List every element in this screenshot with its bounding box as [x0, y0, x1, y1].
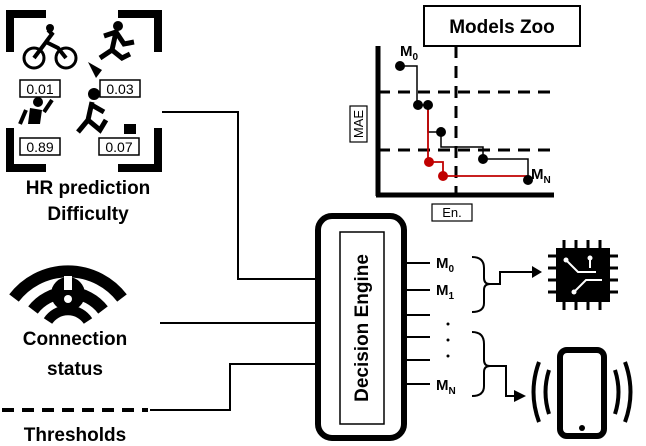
status-label: status: [47, 359, 103, 380]
value-box-running: 0.03: [99, 79, 141, 98]
models-zoo-chart: Models Zoo M0 MN MAE En.: [349, 5, 581, 222]
model-point: [523, 175, 533, 185]
chip-icon: [548, 240, 618, 310]
value-box-exercise: 0.89: [19, 137, 61, 156]
output-mn: MN: [436, 377, 456, 397]
arrowhead-chip: [532, 266, 542, 278]
connection-label: Connection: [23, 329, 128, 350]
corner-bracket-bottom-right: [118, 128, 162, 172]
selected-step-line: [427, 105, 528, 177]
ellipsis-dot: [446, 322, 450, 326]
model-point: [436, 127, 446, 137]
hr-prediction-label: HR prediction: [26, 178, 151, 199]
walking-icon: [76, 88, 136, 134]
thresholds-connector: [150, 363, 318, 411]
value-walking: 0.07: [105, 139, 132, 155]
model-point: [478, 154, 488, 164]
vibration-waves-icon: [531, 361, 633, 423]
model-point: [413, 100, 423, 110]
value-box-walking: 0.07: [98, 137, 140, 156]
activity-panel: [6, 10, 162, 172]
wifi-warning-icon: [9, 265, 127, 325]
cycling-icon: [22, 24, 78, 70]
model-point: [395, 61, 405, 71]
input-connectors: [150, 111, 318, 411]
ellipsis-dot: [446, 354, 450, 358]
smartphone-icon: [557, 347, 607, 439]
y-axis-label-box: [349, 105, 368, 143]
x-axis-label-box: [431, 203, 473, 222]
pareto-step-line: [400, 65, 529, 180]
arrow-to-phone: [490, 365, 516, 397]
running-icon: [88, 21, 135, 78]
corner-bracket-top-right: [118, 10, 162, 52]
value-exercise: 0.89: [26, 139, 53, 155]
arrow-to-chip: [490, 271, 532, 285]
engine-output-ticks: [404, 262, 430, 385]
chart-start-model-label: M0: [400, 43, 419, 63]
thresholds-label: Thresholds: [24, 425, 126, 446]
output-m0: M0: [436, 255, 455, 275]
selected-model-point: [424, 157, 434, 167]
ellipsis-dot: [446, 338, 450, 342]
chart-end-model-label: MN: [531, 166, 551, 186]
arrowhead-phone: [514, 390, 526, 402]
value-cycling: 0.01: [26, 81, 53, 97]
value-box-cycling: 0.01: [19, 79, 61, 98]
output-m1: M1: [436, 282, 455, 302]
decision-engine-label: Decision Engine: [352, 254, 373, 402]
upper-brace: [471, 256, 491, 313]
difficulty-label: Difficulty: [47, 204, 129, 225]
hr-connector: [162, 111, 318, 280]
lower-brace: [471, 331, 491, 397]
model-point: [423, 100, 433, 110]
selected-model-point: [438, 171, 448, 181]
value-running: 0.03: [106, 81, 133, 97]
decision-engine: Decision Engine: [315, 213, 407, 441]
exercise-icon: [18, 97, 54, 125]
x-axis-label: En.: [442, 205, 462, 220]
corner-bracket-bottom-left: [6, 128, 46, 172]
y-axis-label: MAE: [351, 110, 366, 139]
models-zoo-box: [423, 5, 581, 47]
models-zoo-title: Models Zoo: [449, 17, 555, 38]
corner-bracket-top-left: [6, 10, 46, 52]
